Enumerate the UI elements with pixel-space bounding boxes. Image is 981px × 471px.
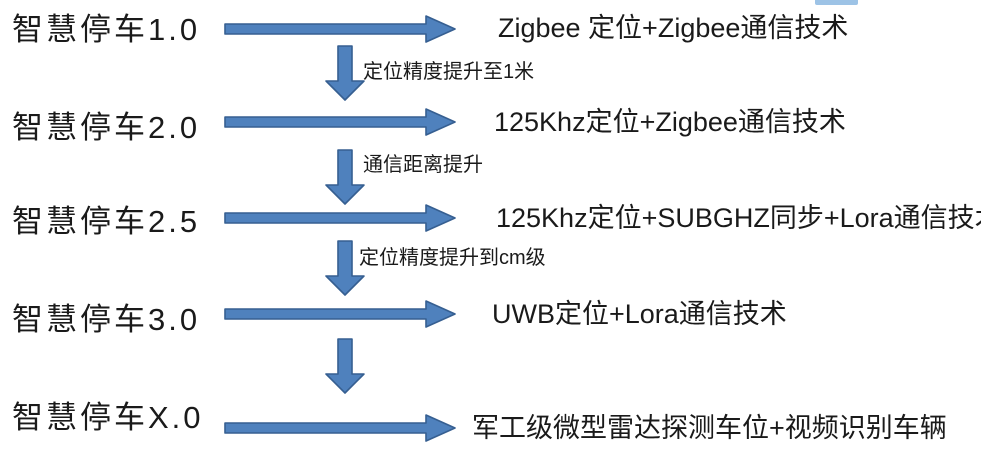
stage-4-tech-label: UWB定位+Lora通信技术 (492, 299, 787, 329)
stage-4-version-label: 智慧停车3.0 (12, 302, 201, 337)
transition-3-down-arrow-icon (323, 240, 367, 297)
stage-2-right-arrow-icon (224, 107, 458, 137)
stage-5-right-arrow-icon (224, 413, 458, 443)
stage-5-tech-label: 军工级微型雷达探测车位+视频识别车辆 (472, 413, 947, 443)
stage-1-right-arrow-icon (224, 14, 458, 44)
transition-2-down-arrow-icon (323, 149, 367, 206)
transition-2-label: 通信距离提升 (363, 154, 483, 176)
stage-1-tech-label: Zigbee 定位+Zigbee通信技术 (498, 13, 849, 43)
stage-4-right-arrow-icon (224, 299, 458, 329)
stage-3-right-arrow-icon (224, 203, 458, 233)
stage-3-tech-label: 125Khz定位+SUBGHZ同步+Lora通信技术 (496, 203, 981, 233)
stage-2-version-label: 智慧停车2.0 (12, 110, 201, 145)
transition-1-label: 定位精度提升至1米 (363, 61, 535, 83)
stage-2-tech-label: 125Khz定位+Zigbee通信技术 (494, 107, 846, 137)
stage-1-version-label: 智慧停车1.0 (12, 12, 201, 47)
transition-3-label: 定位精度提升到cm级 (359, 247, 546, 269)
stage-5-version-label: 智慧停车X.0 (12, 400, 204, 435)
transition-4-down-arrow-icon (323, 338, 367, 395)
transition-1-down-arrow-icon (323, 45, 367, 102)
stage-3-version-label: 智慧停车2.5 (12, 204, 201, 239)
top-edge-artifact (815, 0, 858, 5)
